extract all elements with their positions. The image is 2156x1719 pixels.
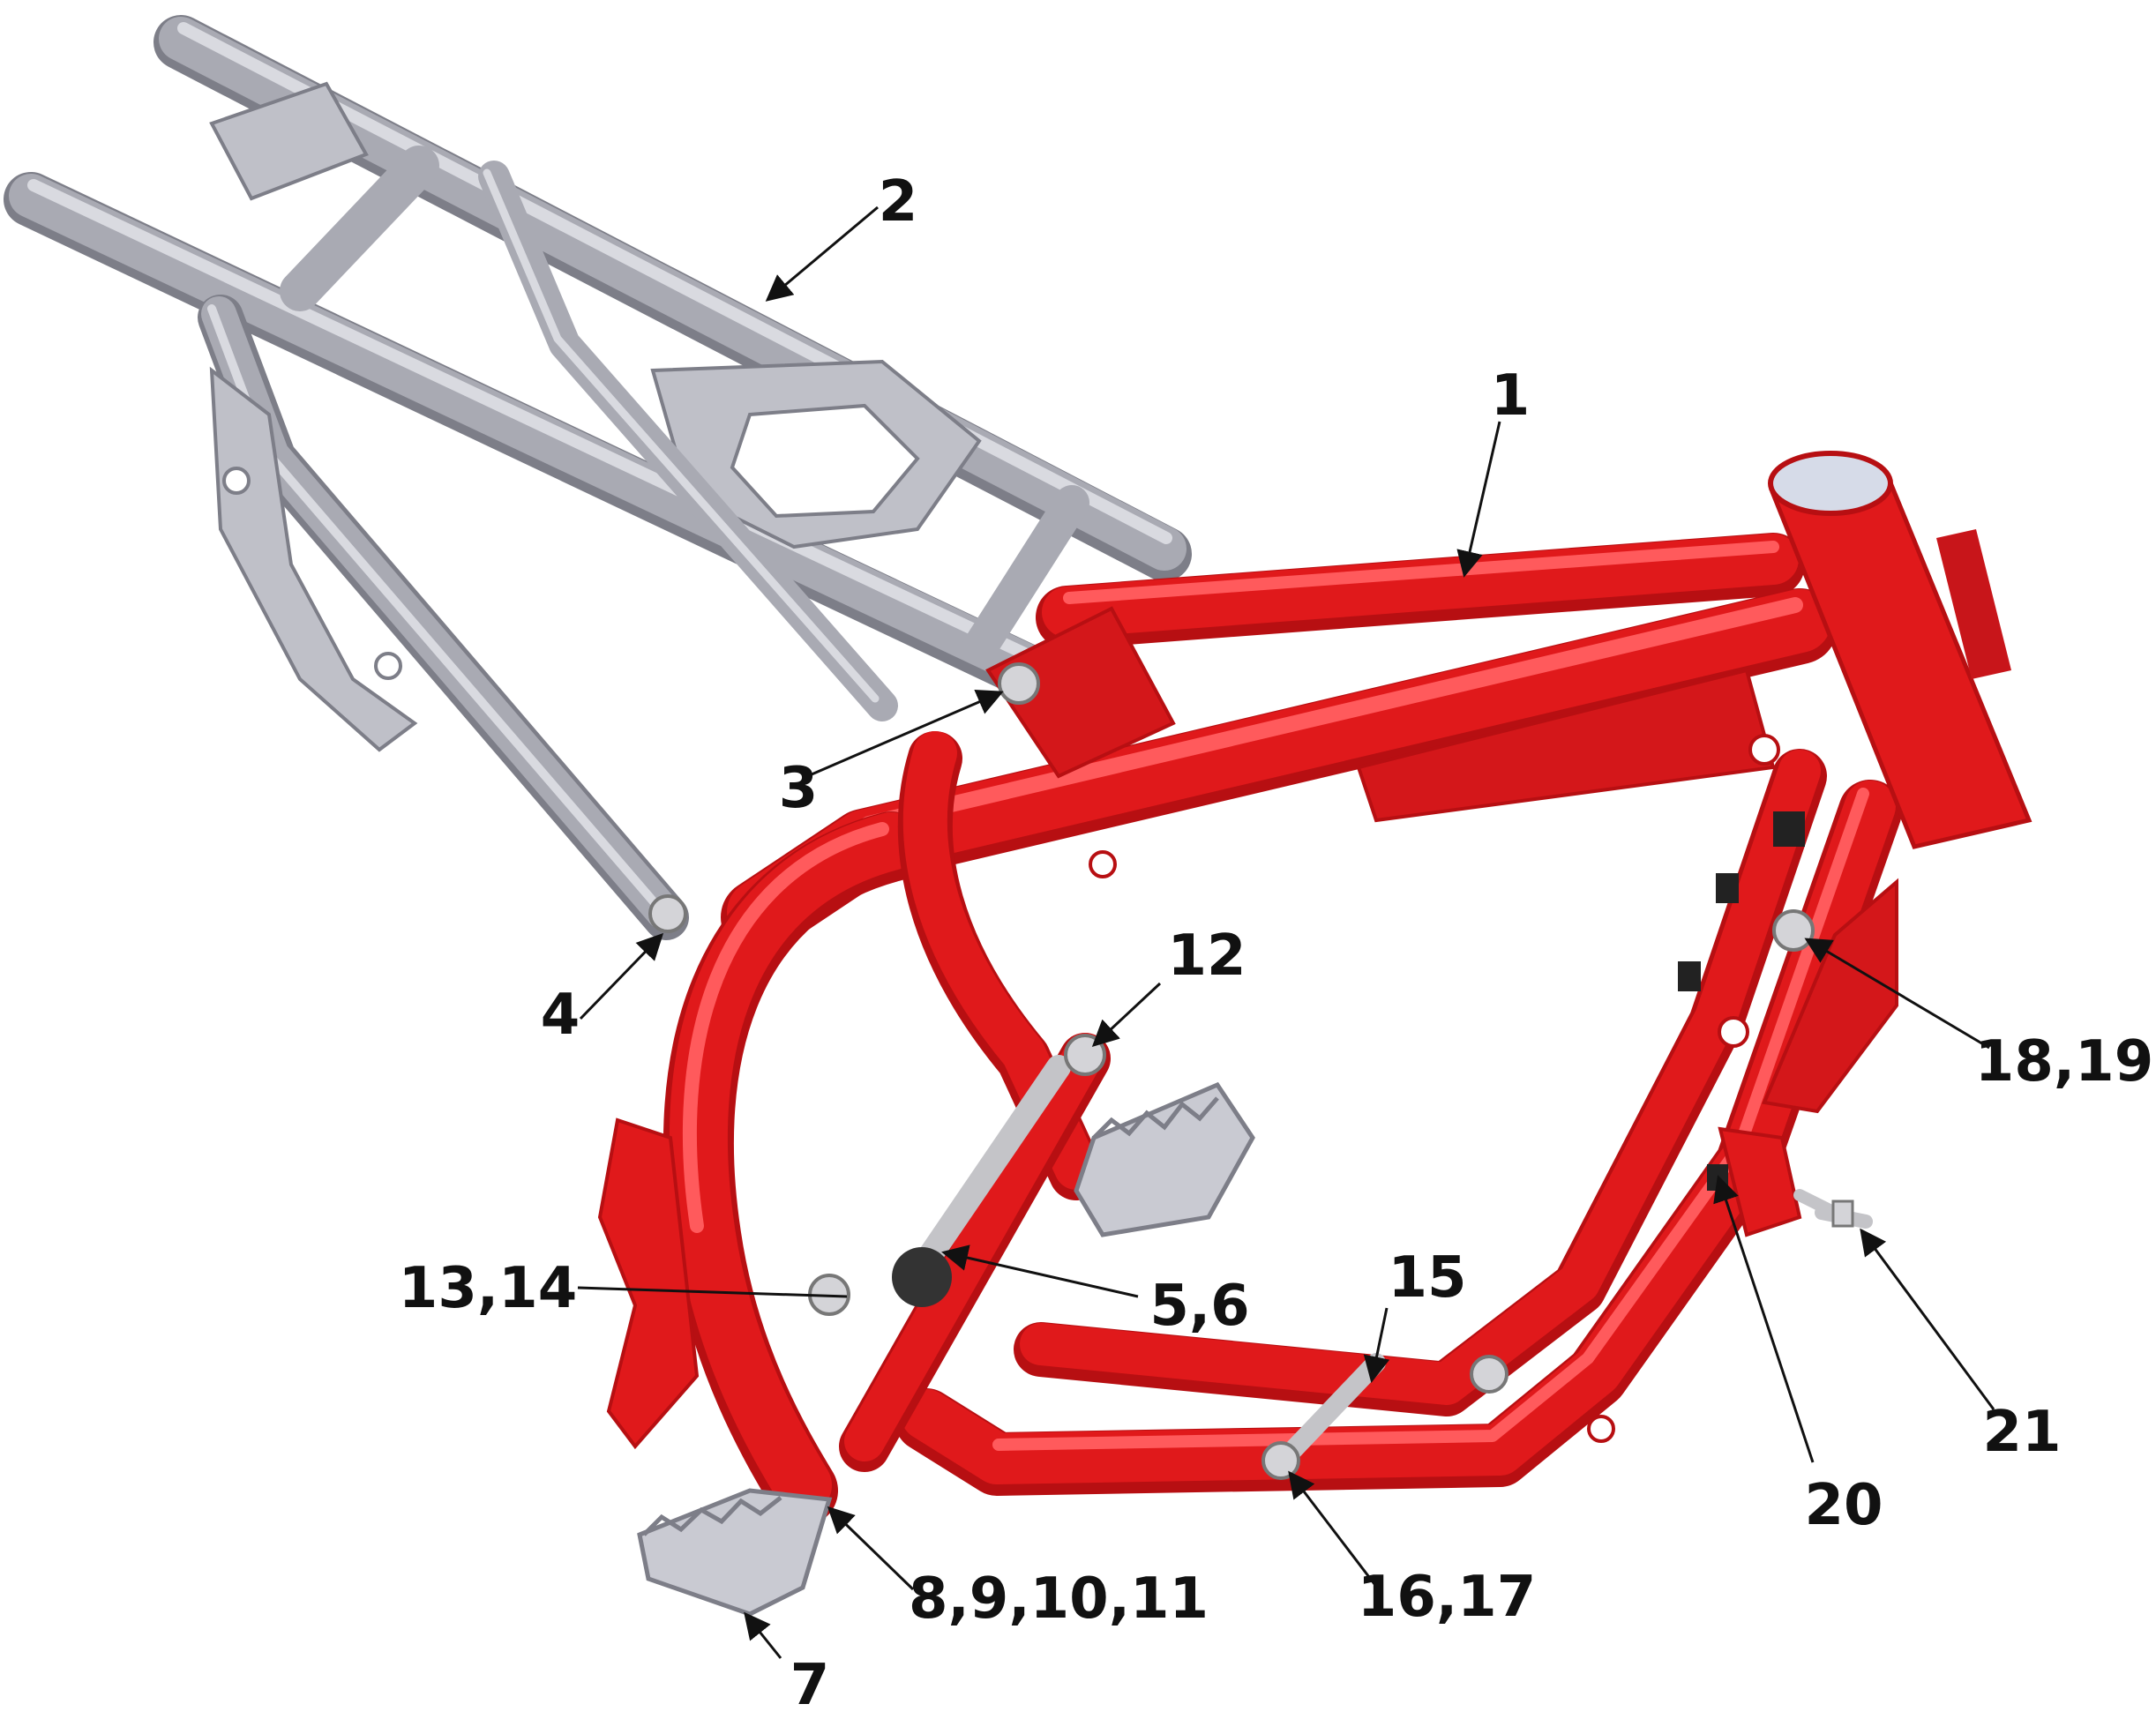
callout-leaders <box>577 206 1995 1659</box>
subframe-upper-rails <box>4 15 1192 701</box>
frame-front-gusset <box>1762 878 1898 1114</box>
frame-mount-hole <box>1748 734 1780 766</box>
leader-3 <box>811 689 1004 776</box>
callout-labels: 1 2 3 4 5,6 7 8,9,10,11 12 13,14 15 16,1… <box>399 169 2153 1718</box>
leader-7 <box>744 1611 782 1659</box>
callout-1: 1 <box>1491 363 1531 429</box>
subframe-side-bracket <box>209 366 418 752</box>
steering-head-bore <box>1768 451 1893 516</box>
footpeg-right <box>1074 1081 1255 1237</box>
callout-4: 4 <box>541 983 580 1048</box>
callout-2: 2 <box>879 169 918 235</box>
callout-16-17: 16,17 <box>1358 1565 1536 1630</box>
frame-mount-hole <box>1587 1415 1615 1443</box>
callout-8-9-10-11: 8,9,10,11 <box>909 1566 1209 1632</box>
leader-18 <box>1804 938 1990 1050</box>
frame-mount-hole <box>1089 850 1117 878</box>
subframe-plate-cutout <box>730 403 920 519</box>
callout-20: 20 <box>1804 1473 1883 1538</box>
subframe-cross-members <box>280 146 1089 666</box>
leader-2 <box>765 206 879 302</box>
leader-21 <box>1860 1228 1995 1410</box>
leader-15 <box>1363 1307 1390 1383</box>
callout-5-6: 5,6 <box>1149 1274 1249 1339</box>
frame-steering-head <box>1768 451 2032 849</box>
callout-13-14: 13,14 <box>399 1256 577 1321</box>
subframe-bracket-hole <box>374 652 402 680</box>
leader-1 <box>1456 421 1501 578</box>
leader-12 <box>1091 982 1162 1048</box>
leader-13 <box>577 1286 848 1298</box>
subframe-bracket-hole <box>222 467 251 495</box>
frame-gusset-shock <box>985 606 1176 779</box>
frame-gusset-upper <box>1356 668 1776 823</box>
frame-mount-hole <box>1718 1016 1749 1048</box>
leader-5 <box>941 1244 1139 1298</box>
footpeg-left <box>637 1488 833 1617</box>
leader-20 <box>1713 1175 1815 1463</box>
callout-18-19: 18,19 <box>1975 1029 2153 1095</box>
bolt-part-21 <box>1793 1189 1854 1228</box>
leader-16 <box>1288 1470 1376 1585</box>
callout-7: 7 <box>790 1653 830 1718</box>
leader-4 <box>579 932 664 1020</box>
callout-12: 12 <box>1167 923 1246 989</box>
main-frame <box>597 451 2032 1526</box>
frame-rear-loop <box>663 731 1111 1526</box>
callout-21: 21 <box>1982 1400 2061 1465</box>
callout-15: 15 <box>1388 1245 1466 1311</box>
frame-swingarm-plate <box>597 1117 700 1450</box>
callout-3: 3 <box>779 756 819 821</box>
leader-8 <box>827 1506 915 1591</box>
rear-subframe <box>4 15 1192 940</box>
